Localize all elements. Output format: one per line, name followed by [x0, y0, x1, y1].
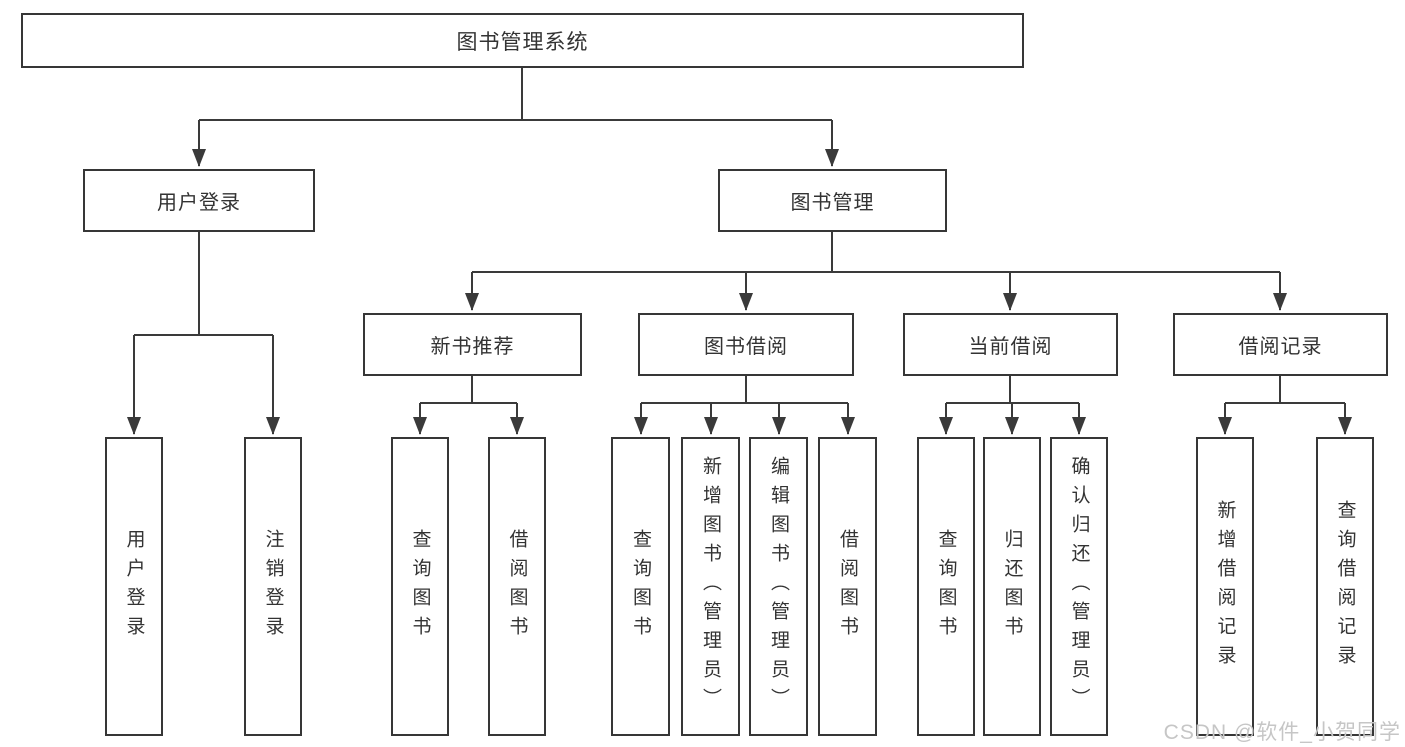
leaf-borrowing-borrow: 借阅图书 — [818, 437, 877, 736]
leaf-records-query: 查询借阅记录 — [1316, 437, 1374, 736]
node-book-borrowing: 图书借阅 — [638, 313, 854, 376]
watermark-text: CSDN @软件_小贺同学 — [1163, 721, 1401, 744]
leaf-logout: 注销登录 — [244, 437, 302, 736]
leaf-current-confirm-admin: 确认归还（管理员） — [1050, 437, 1108, 736]
node-current-borrowing: 当前借阅 — [903, 313, 1118, 376]
leaf-user-login: 用户登录 — [105, 437, 163, 736]
leaf-records-add: 新增借阅记录 — [1196, 437, 1254, 736]
node-borrowing-records: 借阅记录 — [1173, 313, 1388, 376]
node-book-management: 图书管理 — [718, 169, 947, 232]
leaf-current-return: 归还图书 — [983, 437, 1041, 736]
leaf-newbook-query: 查询图书 — [391, 437, 449, 736]
leaf-borrowing-query: 查询图书 — [611, 437, 670, 736]
leaf-current-query: 查询图书 — [917, 437, 975, 736]
node-user-login: 用户登录 — [83, 169, 315, 232]
node-root: 图书管理系统 — [21, 13, 1024, 68]
leaf-borrowing-edit-admin: 编辑图书（管理员） — [749, 437, 808, 736]
node-new-book-recommend: 新书推荐 — [363, 313, 582, 376]
leaf-borrowing-add-admin: 新增图书（管理员） — [681, 437, 740, 736]
leaf-newbook-borrow: 借阅图书 — [488, 437, 546, 736]
